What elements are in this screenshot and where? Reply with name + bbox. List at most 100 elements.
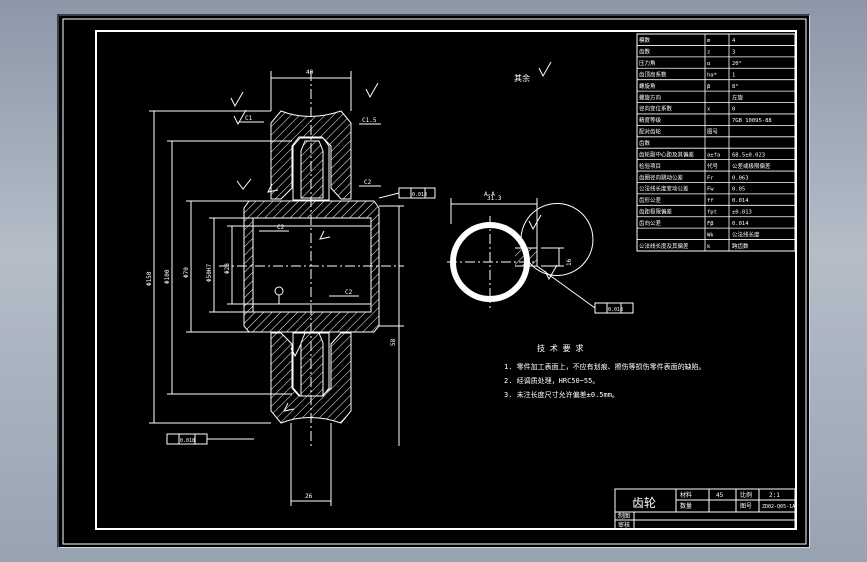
param-cell: 径向变位系数 [639, 105, 673, 113]
title-block-text: 齿轮 材料 45 比例 2:1 数量 图号 ZD02-Q05-1A 制图 审核 [618, 491, 795, 529]
param-cell: z [707, 50, 710, 56]
param-cell: a±fa [707, 152, 720, 158]
bore-ring [520, 203, 594, 276]
dim-chamfer-c15: C1.5 [362, 117, 377, 124]
param-cell: 3 [732, 50, 735, 56]
upper-web-shaft [300, 140, 324, 199]
lower-rim [270, 332, 352, 424]
param-cell: 公法线长度及其偏差 [639, 242, 689, 250]
dimension-labels: 40 C1 C1.5 C2 C2 C2 Φ150 Φ100 Φ70 Φ50H7 … [146, 69, 623, 500]
param-cell: α [707, 61, 711, 67]
param-cell: 齿形公差 [639, 196, 662, 204]
dim-width-top: 40 [306, 69, 314, 76]
lower-web [300, 332, 324, 397]
param-cell: x [707, 107, 711, 113]
param-cell: 齿向公差 [639, 219, 662, 227]
checker-label: 审核 [618, 521, 630, 529]
param-cell: 检验项目 [639, 162, 661, 170]
cad-viewport[interactable]: 模数 m 4 齿数 z 3 压力角 α 20° 齿顶高系数 ha* 1 螺旋角 β 8° 螺旋方向 左旋径向变位… [57, 14, 810, 548]
drafter-label: 制图 [618, 512, 630, 520]
param-cell: m [707, 38, 711, 44]
param-cell: 齿轮副中心距及其偏差 [639, 150, 695, 158]
param-cell: ff [707, 198, 714, 204]
param-cell: fpt [707, 210, 717, 216]
param-cell: 0 [732, 107, 735, 113]
dim-keyway-depth: 31.3 [487, 195, 502, 202]
param-cell: 4 [732, 38, 736, 44]
param-cell: ±0.013 [732, 210, 752, 216]
param-cell: 配对齿轮 [639, 128, 662, 136]
param-cell: 螺旋角 [639, 82, 656, 90]
param-cell: 公差或极限偏差 [732, 162, 771, 170]
param-cell: Fr [707, 175, 714, 181]
dim-chamfer-c2-b: C2 [277, 224, 285, 231]
dim-runout-left: 0.018 [180, 438, 195, 444]
param-cell: 0.05 [732, 187, 745, 193]
dim-chamfer-c2-c: C2 [345, 289, 353, 296]
param-cell: Fw [707, 187, 714, 193]
param-cell: 0.014 [732, 221, 749, 227]
outer-frame [62, 18, 807, 545]
tech-req-item-1: 1. 零件加工表面上，不应有划痕、擦伤等损伤零件表面的缺陷。 [504, 362, 706, 371]
gear-section-view [149, 61, 552, 506]
param-cell: 1 [732, 72, 735, 78]
tech-req-title: 技 术 要 求 [537, 343, 583, 353]
param-cell: 0.063 [732, 175, 749, 181]
param-cell: 跨齿数 [732, 242, 749, 250]
keyway-end-view [447, 198, 634, 314]
drawing-no-value: ZD02-Q05-1A [762, 504, 795, 510]
param-cell: 0.014 [732, 198, 749, 204]
material-label: 材料 [680, 491, 692, 499]
param-cell: 图号 [707, 128, 719, 136]
surface-roughness-note: 其余 [514, 73, 530, 83]
param-cell: 螺旋方向 [639, 93, 661, 101]
upper-rim [270, 110, 352, 200]
param-cell: 齿数 [639, 139, 651, 147]
dim-dia-web: Φ70 [183, 267, 190, 278]
material-value: 45 [716, 492, 724, 499]
inner-frame [95, 30, 797, 530]
param-cell: 齿顶高系数 [639, 70, 667, 78]
param-cell: 模数 [639, 36, 651, 44]
param-cell: 齿距极限偏差 [639, 208, 673, 216]
param-cell: 68.5±0.023 [732, 152, 765, 158]
dim-dia-hub: Φ50H7 [206, 264, 213, 282]
param-cell: Wk [707, 232, 714, 238]
tech-req-item-2: 2. 经调质处理，HRC50~55。 [504, 376, 599, 385]
drawing-name: 齿轮 [632, 496, 656, 510]
param-cell: 左旋 [732, 93, 744, 101]
dim-hub-width: 26 [305, 493, 313, 500]
param-cell: 齿数 [639, 48, 651, 56]
param-cell: 代号 [707, 162, 719, 170]
param-cell: k [707, 244, 711, 250]
param-cell: 齿圈径向跳动公差 [639, 173, 684, 181]
dim-keyway-width: 16 [566, 258, 573, 266]
param-cell: 7GB 10095-88 [732, 118, 772, 124]
param-cell: 8° [732, 84, 739, 90]
gear-drawing-canvas: 模数 m 4 齿数 z 3 压力角 α 20° 齿顶高系数 ha* 1 螺旋角 β 8° 螺旋方向 左旋径向变位… [62, 18, 807, 545]
param-cell: 公法线长度变动公差 [639, 185, 689, 193]
tech-requirements: 技 术 要 求 1. 零件加工表面上，不应有划痕、擦伤等损伤零件表面的缺陷。 2… [504, 343, 706, 399]
param-cell: β [707, 84, 711, 90]
param-cell: 20° [732, 61, 742, 67]
drawing-no-label: 图号 [740, 503, 752, 510]
dim-length-right: 58 [390, 338, 397, 346]
param-cell: 精度等级 [639, 116, 662, 124]
upper-web [292, 137, 330, 201]
title-block [614, 488, 796, 530]
dim-runout-top: 0.018 [412, 192, 427, 198]
quantity-label: 数量 [680, 502, 692, 510]
dim-dia-bore: Φ28 [224, 263, 231, 274]
param-table: 模数 m 4 齿数 z 3 压力角 α 20° 齿顶高系数 ha* 1 螺旋角 β 8° 螺旋方向 左旋径向变位… [636, 33, 796, 252]
dim-dia-mid: Φ100 [164, 269, 171, 284]
param-cell: ha* [707, 72, 717, 78]
param-cell: 公法线长度 [732, 230, 760, 238]
tech-req-item-3: 3. 未注长度尺寸允许偏差±0.5mm。 [504, 390, 619, 399]
dim-dia-outer: Φ150 [146, 271, 153, 286]
param-cell: Fβ [707, 221, 714, 227]
scale-value: 2:1 [769, 492, 780, 499]
section-label: A-A [484, 191, 495, 198]
dim-runout-keyway: 0.018 [608, 307, 623, 313]
dim-chamfer-c1: C1 [245, 115, 253, 122]
param-cell: 压力角 [639, 59, 656, 67]
